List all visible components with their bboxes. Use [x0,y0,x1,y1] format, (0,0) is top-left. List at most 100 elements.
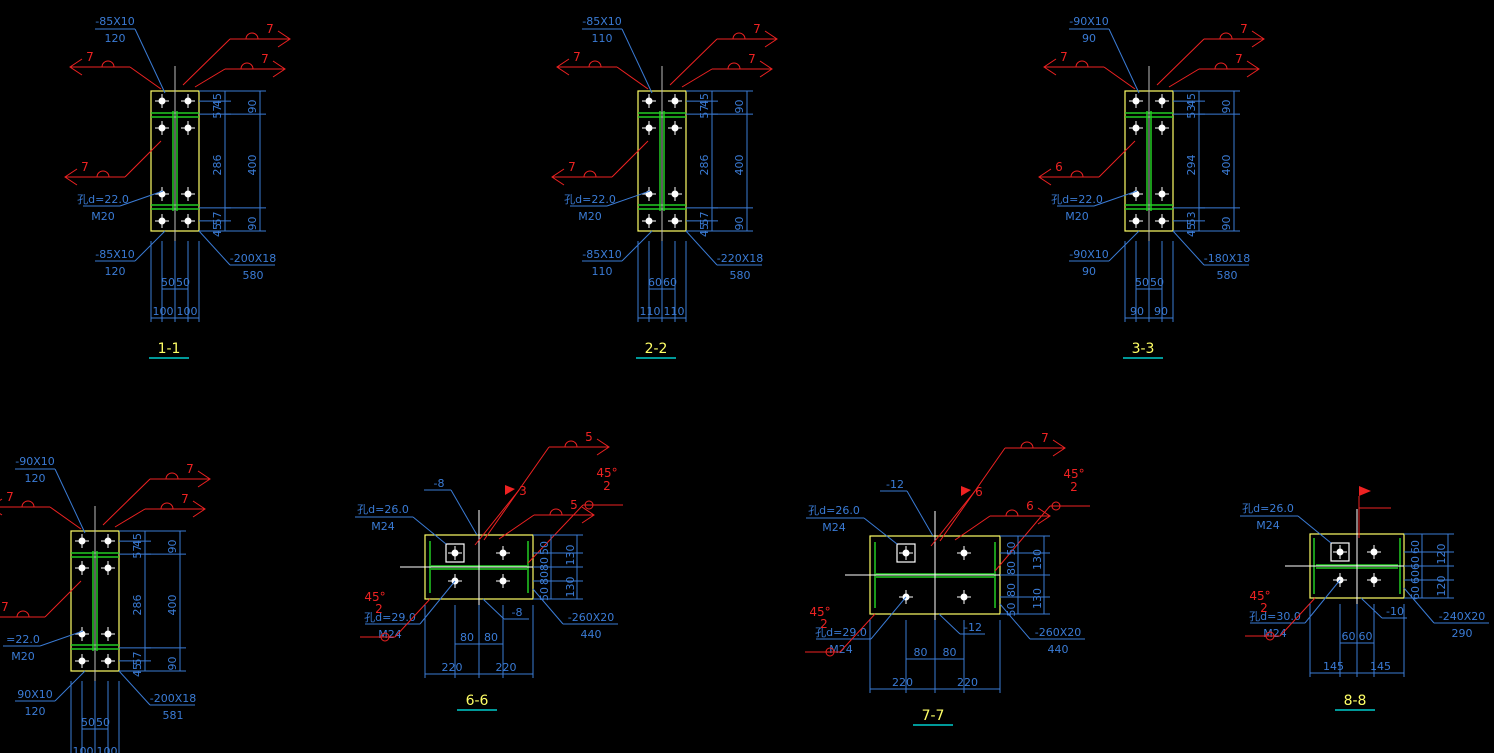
dimension-value: 400 [246,155,259,176]
top-plate-length: 120 [25,472,46,485]
bolt-size: M20 [11,650,35,663]
weld-size-label: 6 [1055,160,1063,174]
dimension-value: 57 [131,545,144,559]
dimension-value: 110 [664,305,685,318]
weld-symbol-icon [245,32,259,40]
bolt-square-marker [445,543,465,563]
dimension-value: 286 [131,595,144,616]
weld-leader [1103,66,1136,90]
weld-size-label: 7 [6,490,14,504]
section-title: 3-3 [1132,341,1155,357]
weld-leader [1098,140,1136,178]
dimension-value: 45 [698,93,711,107]
bevel-gap-label: 2 [1260,601,1268,615]
dimension-value: 400 [733,155,746,176]
weld-leader [1168,68,1200,88]
weld-size-label: 7 [81,160,89,174]
dimension-value: 80 [943,646,957,659]
weld-size-label: 3 [519,484,527,498]
weld-symbol-icon [1051,501,1061,511]
weld-symbol-icon [564,440,578,448]
section-title: 7-7 [922,708,945,724]
bolt-hole-spec: 孔d=26.0 [357,503,409,516]
dimension-value: 80 [1005,561,1018,575]
top-plate-spec: -90X10 [1069,15,1109,28]
weld-leader [669,38,718,86]
bottom-plate-length: 90 [1082,265,1096,278]
leader-line [419,580,456,625]
weld-symbol-icon [1214,62,1228,70]
bottom-plate-length: 120 [105,265,126,278]
leader-line [1304,579,1341,624]
leader-line [1108,28,1140,94]
weld-leader [616,66,649,90]
weld-leader [498,514,535,540]
dimension-value: 90 [246,100,259,114]
weld-leader [474,489,520,546]
site-weld-flag-icon [961,486,971,496]
weld-arrow-icon [581,506,595,524]
dimension-value: 100 [97,745,118,753]
weld-arrow-icon [1246,60,1260,78]
top-plate-length: 120 [105,32,126,45]
weld-arrow-icon [64,168,78,186]
weld-arrow-icon [197,470,211,488]
top-plate-spec: -85X10 [582,15,622,28]
dimension-value: 90 [733,216,746,230]
weld-arrow-icon [596,438,610,456]
bottom-plate-spec: -85X10 [95,248,135,261]
bottom-plate-length: 120 [25,705,46,718]
main-plate-spec: -220X18 [717,252,764,265]
dimension-value: 57 [698,211,711,225]
leader-line [1403,587,1435,624]
leader-line [450,489,478,536]
bolt-hole-spec: 孔d=30.0 [1249,610,1301,623]
dimension-value: 45 [698,223,711,237]
weld-size-label: 7 [86,50,94,64]
weld-leader [1156,38,1205,86]
main-plate-length: 581 [163,709,184,722]
main-plate-length: 440 [1048,643,1069,656]
weld-arrow-icon [764,30,778,48]
weld-arrow-icon [556,58,570,76]
weld-symbol-icon [1005,509,1019,517]
weld-arrow-icon [551,168,565,186]
dimension-value: 90 [1130,305,1144,318]
leader-line [54,670,86,702]
weld-leader [394,598,431,638]
web-plate-spec: -8 [512,606,523,619]
weld-size-label: 7 [1,600,9,614]
bevel-gap-label: 2 [820,617,828,631]
weld-symbol-icon [549,508,563,516]
dimension-value: 90 [166,656,179,670]
dimension-value: 145 [1370,660,1391,673]
bottom-plate-spec: -85X10 [582,248,622,261]
dimension-value: 100 [177,305,198,318]
leader-line [134,230,166,262]
weld-symbol-icon [583,170,597,178]
leader-line [999,603,1031,640]
weld-leader [1279,597,1316,637]
leader-line [1360,597,1383,619]
web-plate-spec: -12 [964,621,982,634]
dimension-value: 90 [733,100,746,114]
weld-symbol-icon [160,502,174,510]
weld-size-label: 7 [186,462,194,476]
bolt-size: M20 [1065,210,1089,223]
dimension-value: 60 [1409,556,1422,570]
weld-leader [44,580,82,618]
leader-line [938,613,961,635]
dimension-value: 53 [1185,211,1198,225]
dimension-value: 120 [1435,576,1448,597]
bolt-hole-spec: 孔d=26.0 [808,504,860,517]
leader-line [1297,515,1332,544]
bolt-hole-spec: 孔d=29.0 [364,611,416,624]
weld-arrow-icon [277,30,291,48]
section-title: 2-2 [645,341,668,357]
weld-symbol-icon [21,500,35,508]
weld-size-label: 7 [568,160,576,174]
dimension-value: 286 [211,155,224,176]
dimension-value: 50 [176,276,190,289]
dimension-value: 286 [698,155,711,176]
